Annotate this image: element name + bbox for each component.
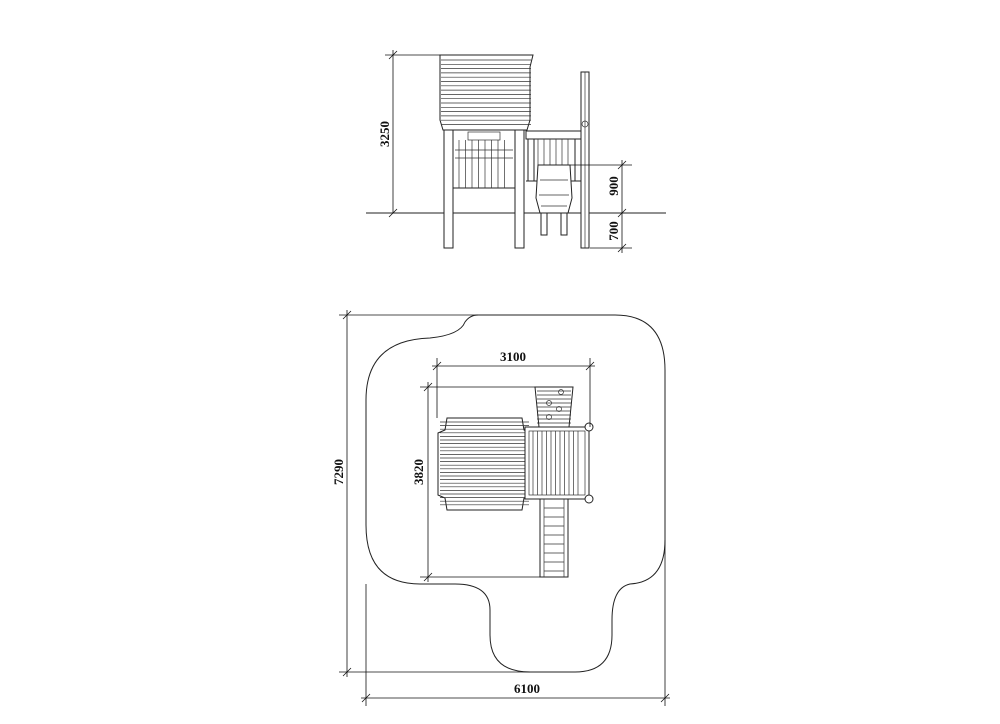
dimension-plan-depth: 3820 [411,382,540,582]
ladder-plan [539,498,569,578]
label-plan-width: 3100 [500,349,526,364]
label-safety-width: 6100 [514,681,540,696]
dimension-safety-depth: 7290 [331,310,530,677]
label-foundation-depth: 700 [606,221,621,241]
dimension-height-total: 3250 [377,50,440,218]
tower-post-right [514,129,525,249]
label-height-total: 3250 [377,121,392,147]
ladder-front [535,164,573,236]
flag-pole [580,71,590,249]
dimension-foundation-depth: 700 [590,213,632,253]
tower-wall-panel [452,129,516,189]
tower-roof-plan [437,417,532,511]
climbing-wall-plan [534,386,574,428]
label-plan-depth: 3820 [411,459,426,485]
tower-roof [439,54,534,131]
label-safety-depth: 7290 [331,459,346,485]
platform-plan [524,422,594,504]
tower-post-left [443,129,454,249]
plan-view [365,314,666,673]
dimension-safety-width: 6100 [361,540,670,706]
dimension-platform-height: 900 [570,160,632,218]
elevation-view [366,54,666,249]
platform-railing [525,130,584,182]
label-platform-height: 900 [606,176,621,196]
dimension-plan-width: 3100 [432,349,595,427]
safety-zone-outline [365,314,666,673]
